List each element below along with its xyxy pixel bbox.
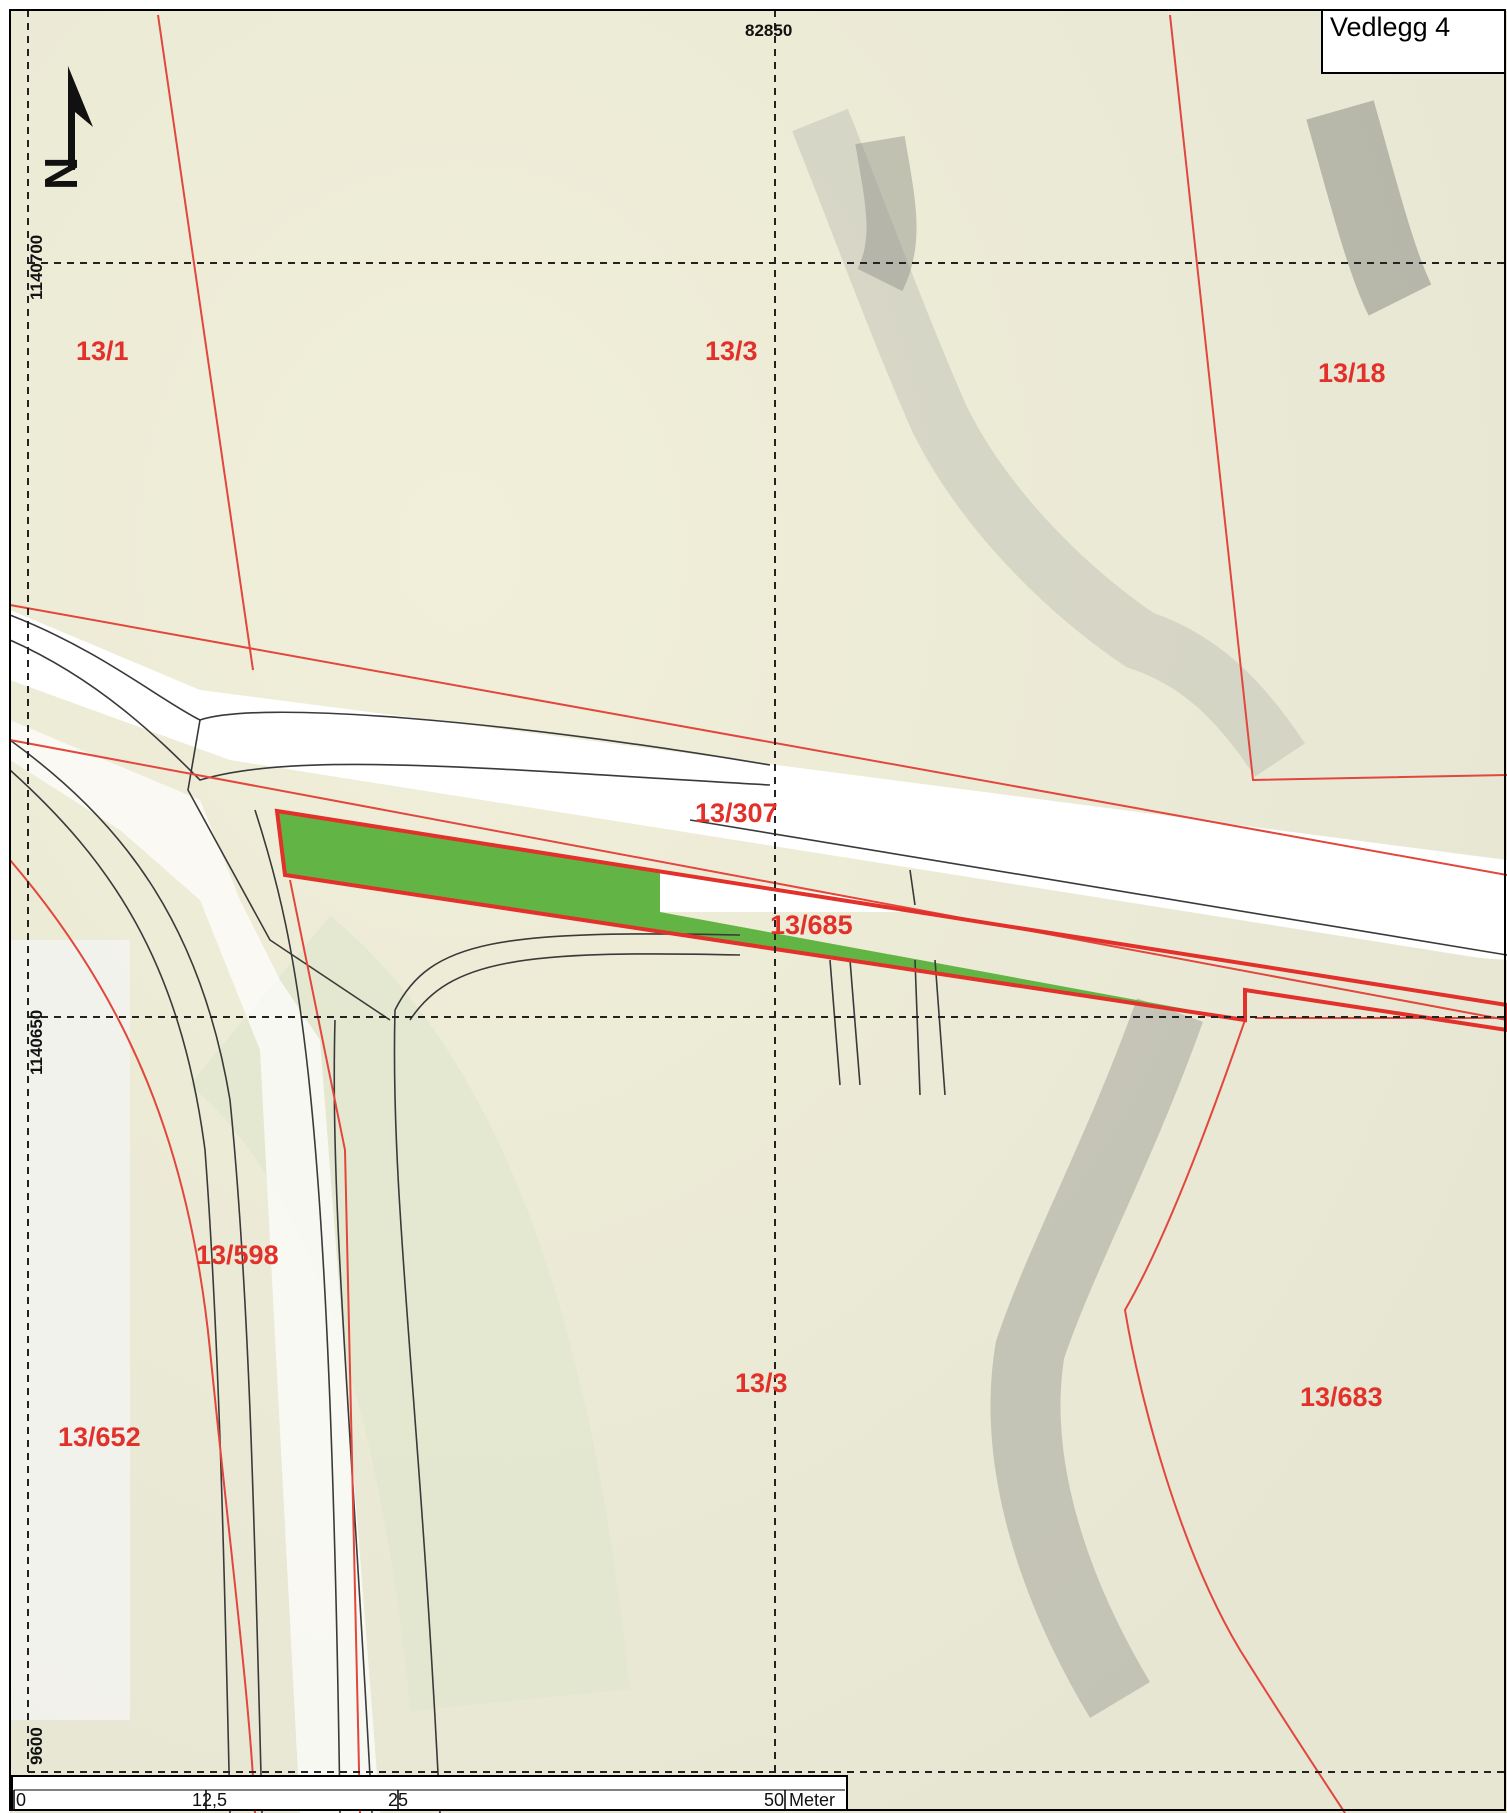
parcel-label-13-3a[interactable]: 13/3 [705,336,758,366]
highlighted-area[interactable] [277,811,1245,1020]
north-arrow-icon: N [35,66,93,190]
scale-bar: 0 12,5 25 50 Meter [11,1775,848,1811]
north-letter: N [35,157,87,190]
scale-tick-12: 12,5 [192,1790,227,1810]
northing-label-3: 9600 [27,1727,46,1765]
parcel-label-13-598[interactable]: 13/598 [196,1240,279,1270]
annex-label-box: Vedlegg 4 [1321,9,1506,74]
scale-tick-50: 50 Meter [764,1790,835,1810]
parcel-labels: 13/1 13/3 13/18 13/307 13/685 13/598 13/… [58,336,1386,1452]
parcel-boundaries [9,14,1507,1813]
coordinate-grid [27,10,1507,1790]
highlighted-outline [274,808,1507,1033]
easting-label: 82850 [745,21,792,40]
northing-label-1: 1140700 [27,235,46,300]
scale-tick-0: 0 [16,1790,26,1810]
parcel-label-13-685[interactable]: 13/685 [770,910,853,940]
scale-tick-25: 25 [388,1790,408,1810]
northing-label-2: 1140650 [27,1010,46,1075]
parcel-label-13-683[interactable]: 13/683 [1300,1382,1383,1412]
parcel-label-13-652[interactable]: 13/652 [58,1422,141,1452]
parcel-label-13-3b[interactable]: 13/3 [735,1368,788,1398]
annex-label: Vedlegg 4 [1330,12,1450,42]
parcel-label-13-1[interactable]: 13/1 [76,336,129,366]
parcel-label-13-307[interactable]: 13/307 [695,798,778,828]
parcel-label-13-18[interactable]: 13/18 [1318,358,1386,388]
